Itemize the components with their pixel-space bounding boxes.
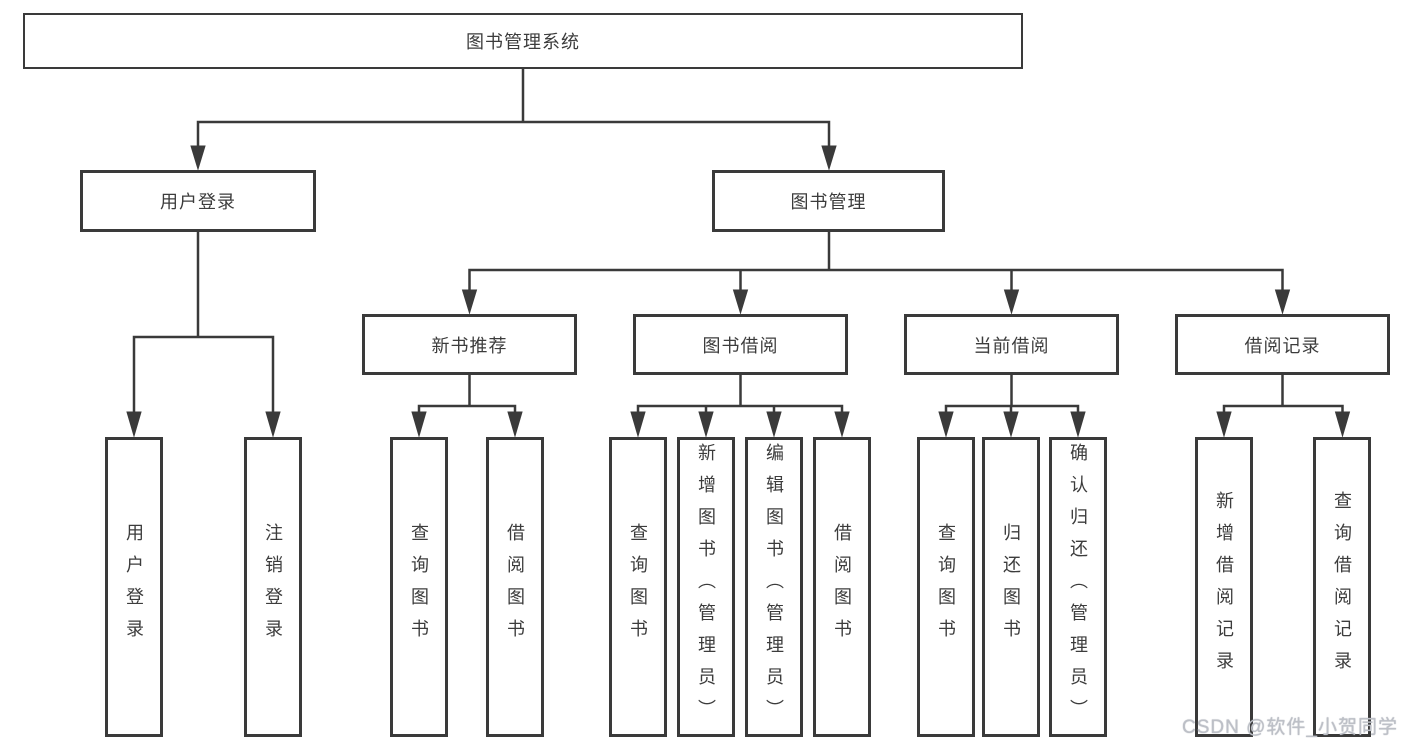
connector-current-borrow: [944, 375, 1080, 416]
node-new-book-recommend-label: 新书推荐: [431, 335, 508, 356]
leaf-add-borrow-record: 新增借阅记录: [1195, 437, 1253, 737]
leaf-query-borrow-record-label: 查询借阅记录: [1332, 491, 1352, 683]
node-borrowing-records: 借阅记录: [1175, 314, 1390, 375]
node-library-system: 图书管理系统: [23, 13, 1023, 69]
leaf-confirm-return-admin: 确认归还（管理员）: [1049, 437, 1107, 737]
leaf-borrowing-borrow-books: 借阅图书: [813, 437, 871, 737]
leaf-logout-label: 注销登录: [263, 523, 283, 651]
leaf-user-login: 用户登录: [105, 437, 163, 737]
leaf-return-books: 归还图书: [982, 437, 1040, 737]
connector-user-login: [132, 232, 275, 416]
node-book-borrowing-label: 图书借阅: [702, 335, 779, 356]
leaf-recommend-query-books-label: 查询图书: [409, 523, 429, 651]
leaf-user-login-label: 用户登录: [124, 523, 144, 651]
leaf-edit-books-admin-label: 编辑图书（管理员）: [764, 443, 784, 731]
connector-new-book-rec: [417, 375, 517, 416]
leaf-recommend-query-books: 查询图书: [390, 437, 448, 737]
leaf-confirm-return-admin-label: 确认归还（管理员）: [1068, 443, 1088, 731]
node-borrowing-records-label: 借阅记录: [1244, 335, 1321, 356]
connector-root: [196, 69, 831, 149]
node-user-login: 用户登录: [80, 170, 316, 232]
leaf-borrowing-query-books-label: 查询图书: [628, 523, 648, 651]
leaf-recommend-borrow-books-label: 借阅图书: [505, 523, 525, 651]
leaf-logout: 注销登录: [244, 437, 302, 737]
leaf-query-borrow-record: 查询借阅记录: [1313, 437, 1371, 737]
csdn-watermark: CSDN @软件_小贺同学: [1182, 717, 1398, 738]
leaf-current-query-books-label: 查询图书: [936, 523, 956, 651]
connector-borrow-records: [1222, 375, 1344, 416]
leaf-current-query-books: 查询图书: [917, 437, 975, 737]
leaf-return-books-label: 归还图书: [1001, 523, 1021, 651]
node-current-borrowing-label: 当前借阅: [973, 335, 1050, 356]
leaf-borrowing-query-books: 查询图书: [609, 437, 667, 737]
node-new-book-recommend: 新书推荐: [362, 314, 577, 375]
leaf-add-borrow-record-label: 新增借阅记录: [1214, 491, 1234, 683]
arrowheads: [126, 145, 1351, 438]
leaf-add-books-admin: 新增图书（管理员）: [677, 437, 735, 737]
node-book-management: 图书管理: [712, 170, 945, 232]
node-current-borrowing: 当前借阅: [904, 314, 1119, 375]
node-book-borrowing: 图书借阅: [633, 314, 848, 375]
node-library-system-label: 图书管理系统: [466, 32, 580, 52]
leaf-recommend-borrow-books: 借阅图书: [486, 437, 544, 737]
node-book-management-label: 图书管理: [790, 192, 867, 212]
connector-book-mgmt: [468, 232, 1284, 292]
connector-book-borrow: [636, 375, 844, 416]
leaf-add-books-admin-label: 新增图书（管理员）: [696, 443, 716, 731]
leaf-edit-books-admin: 编辑图书（管理员）: [745, 437, 803, 737]
leaf-borrowing-borrow-books-label: 借阅图书: [832, 523, 852, 651]
node-user-login-label: 用户登录: [160, 192, 236, 212]
